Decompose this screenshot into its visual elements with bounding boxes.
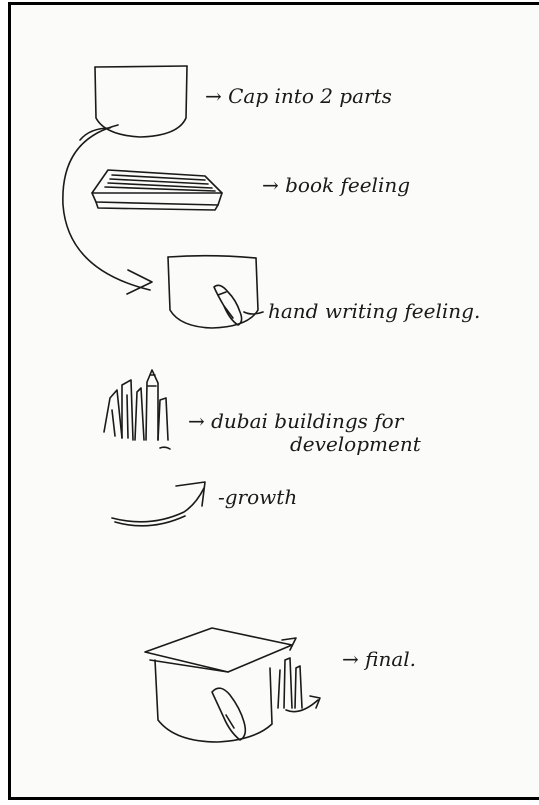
growth-arrow-sketch — [112, 482, 205, 526]
final-note: → final. — [342, 647, 416, 671]
dubai-note-line1: → dubai buildings for — [188, 409, 405, 433]
cap-sketch — [80, 66, 187, 140]
growth-note: -growth — [218, 485, 297, 509]
final-cap-sketch — [145, 628, 320, 742]
hand-note: hand writing feeling. — [268, 299, 480, 323]
buildings-sketch — [104, 370, 170, 449]
cap-note: → Cap into 2 parts — [205, 84, 392, 108]
hand-cap-sketch — [168, 256, 263, 328]
book-note: → book feeling — [262, 173, 410, 197]
book-sketch — [92, 170, 222, 210]
dubai-note-line2: development — [290, 432, 422, 456]
curved-arrow — [63, 125, 152, 294]
